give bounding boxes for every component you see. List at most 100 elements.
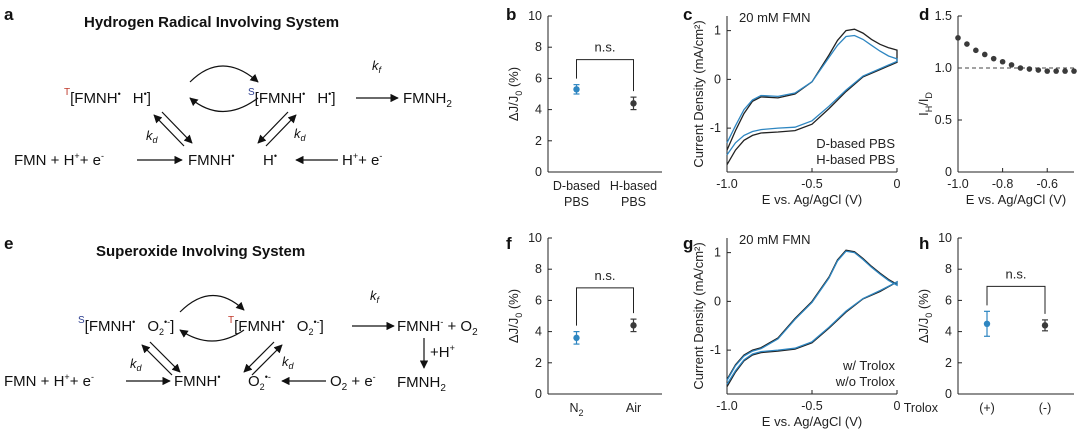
y-tick-label: 10 bbox=[528, 231, 542, 245]
y-tick-label: 0 bbox=[714, 294, 721, 308]
e-isc-arrow-top bbox=[179, 294, 245, 313]
data-point bbox=[573, 86, 580, 93]
scheme-e-eq-arrow-right-down bbox=[243, 341, 275, 373]
y-tick-label: 4 bbox=[945, 325, 952, 339]
y-tick-label: 0 bbox=[945, 387, 952, 401]
data-point bbox=[973, 47, 979, 54]
x-category-label: Air bbox=[626, 401, 641, 415]
data-point bbox=[1008, 62, 1015, 68]
significance-bracket bbox=[576, 287, 634, 326]
panel-label-b: b bbox=[506, 5, 516, 24]
scheme-e-triplet-species: T[FMNH•O2•-] bbox=[228, 315, 324, 337]
x-axis-label: E vs. Ag/AgCl (V) bbox=[762, 192, 862, 207]
scheme-e-mid-radical: FMNH• bbox=[174, 372, 220, 390]
scheme-a-eq-arrow-left-down bbox=[161, 111, 193, 144]
isc-arrow-bottom bbox=[189, 97, 259, 112]
scheme-e-left-equation: FMN + H++ e- bbox=[4, 372, 94, 390]
y-tick-label: 0 bbox=[535, 165, 542, 179]
y-tick-label: 1.0 bbox=[935, 61, 952, 75]
scheme-e-eq-arrow-left-down bbox=[149, 341, 181, 373]
data-point bbox=[990, 55, 997, 62]
y-tick-label: 0 bbox=[535, 387, 542, 401]
y-axis-label: Current Density (mA/cm²) bbox=[691, 20, 706, 167]
data-point bbox=[573, 334, 580, 342]
scheme-a-kd-left: kd bbox=[146, 128, 159, 145]
data-point bbox=[1026, 66, 1033, 72]
significance-bracket bbox=[986, 285, 1046, 314]
y-axis-label: ΔJ/J0 (%) bbox=[506, 289, 524, 343]
y-tick-label: 10 bbox=[528, 9, 542, 23]
y-tick-label: 8 bbox=[535, 262, 542, 276]
scheme-a-singlet-species: S[FMNH•H•] bbox=[248, 87, 336, 107]
x-axis-label: Trolox bbox=[904, 401, 939, 415]
y-tick-label: -1 bbox=[710, 121, 721, 135]
y-tick-label: 0 bbox=[714, 72, 721, 86]
y-tick-label: 4 bbox=[535, 325, 542, 339]
data-point bbox=[1017, 65, 1024, 71]
chart-title: 20 mM FMN bbox=[739, 232, 811, 247]
y-tick-label: 6 bbox=[535, 71, 542, 85]
significance-label: n.s. bbox=[595, 40, 616, 55]
x-tick-label: -1.0 bbox=[716, 399, 738, 413]
panel-label-d: d bbox=[919, 5, 929, 24]
y-tick-label: 8 bbox=[535, 40, 542, 54]
x-tick-label: -0.6 bbox=[1036, 177, 1058, 191]
scheme-e-title: Superoxide Involving System bbox=[96, 243, 305, 260]
y-tick-label: 2 bbox=[535, 356, 542, 370]
data-point bbox=[1053, 68, 1059, 74]
series-line bbox=[726, 34, 898, 156]
legend-entry: H-based PBS bbox=[816, 152, 895, 167]
data-point bbox=[955, 35, 961, 41]
y-tick-label: 8 bbox=[945, 262, 952, 276]
x-axis-label: E vs. Ag/AgCl (V) bbox=[966, 192, 1066, 207]
e-isc-arrow-bottom bbox=[179, 329, 245, 342]
scheme-a-kf: kf bbox=[372, 58, 383, 75]
scheme-a-kd-right: kd bbox=[294, 126, 307, 143]
scheme-e-kd-left: kd bbox=[130, 356, 143, 373]
scheme-a-eq-arrow-right-down bbox=[257, 111, 289, 144]
data-point bbox=[1071, 68, 1077, 74]
panel-label-g: g bbox=[683, 234, 693, 253]
isc-arrow-top bbox=[189, 65, 259, 83]
scheme-e-kd-right: kd bbox=[282, 354, 295, 371]
significance-bracket bbox=[576, 59, 634, 92]
scheme-e-eq-arrow-right-up bbox=[251, 344, 283, 376]
panel-label-c: c bbox=[683, 5, 692, 24]
data-point bbox=[630, 322, 637, 329]
x-tick-label: -0.5 bbox=[801, 177, 823, 191]
scheme-a-triplet-species: T[FMNH•H•] bbox=[64, 87, 151, 107]
x-category-label: N2 bbox=[569, 401, 583, 418]
data-point bbox=[1062, 68, 1068, 74]
scheme-a-mid-radical: FMNH• bbox=[188, 151, 234, 169]
x-tick-label: -1.0 bbox=[716, 177, 738, 191]
panel-label-e: e bbox=[4, 234, 13, 253]
x-category-label: (-) bbox=[1039, 401, 1052, 415]
series-line bbox=[726, 28, 898, 166]
y-tick-label: -1 bbox=[710, 343, 721, 357]
chart-d: 00.51.01.5-1.0-0.8-0.6E vs. Ag/AgCl (V)I… bbox=[916, 9, 1077, 207]
x-tick-label: 0 bbox=[894, 177, 901, 191]
y-tick-label: 1.5 bbox=[935, 9, 952, 23]
y-tick-label: 0 bbox=[945, 165, 952, 179]
panel-label-a: a bbox=[4, 5, 14, 24]
scheme-e: e Superoxide Involving System S[FMNH•O2•… bbox=[4, 234, 478, 394]
y-tick-label: 4 bbox=[535, 103, 542, 117]
data-point bbox=[981, 51, 988, 58]
x-tick-label: -0.5 bbox=[801, 399, 823, 413]
y-axis-label: ΔJ/J0 (%) bbox=[916, 289, 934, 343]
y-tick-label: 1 bbox=[714, 246, 721, 260]
y-tick-label: 6 bbox=[945, 293, 952, 307]
y-tick-label: 6 bbox=[535, 293, 542, 307]
y-tick-label: 1 bbox=[714, 24, 721, 38]
data-point bbox=[1041, 322, 1049, 329]
x-tick-label: -0.8 bbox=[992, 177, 1014, 191]
scheme-a-eq-arrow-left-up bbox=[153, 114, 185, 147]
scheme-e-kf: kf bbox=[370, 288, 381, 305]
scheme-e-product1: FMNH- + O2 bbox=[397, 317, 478, 338]
